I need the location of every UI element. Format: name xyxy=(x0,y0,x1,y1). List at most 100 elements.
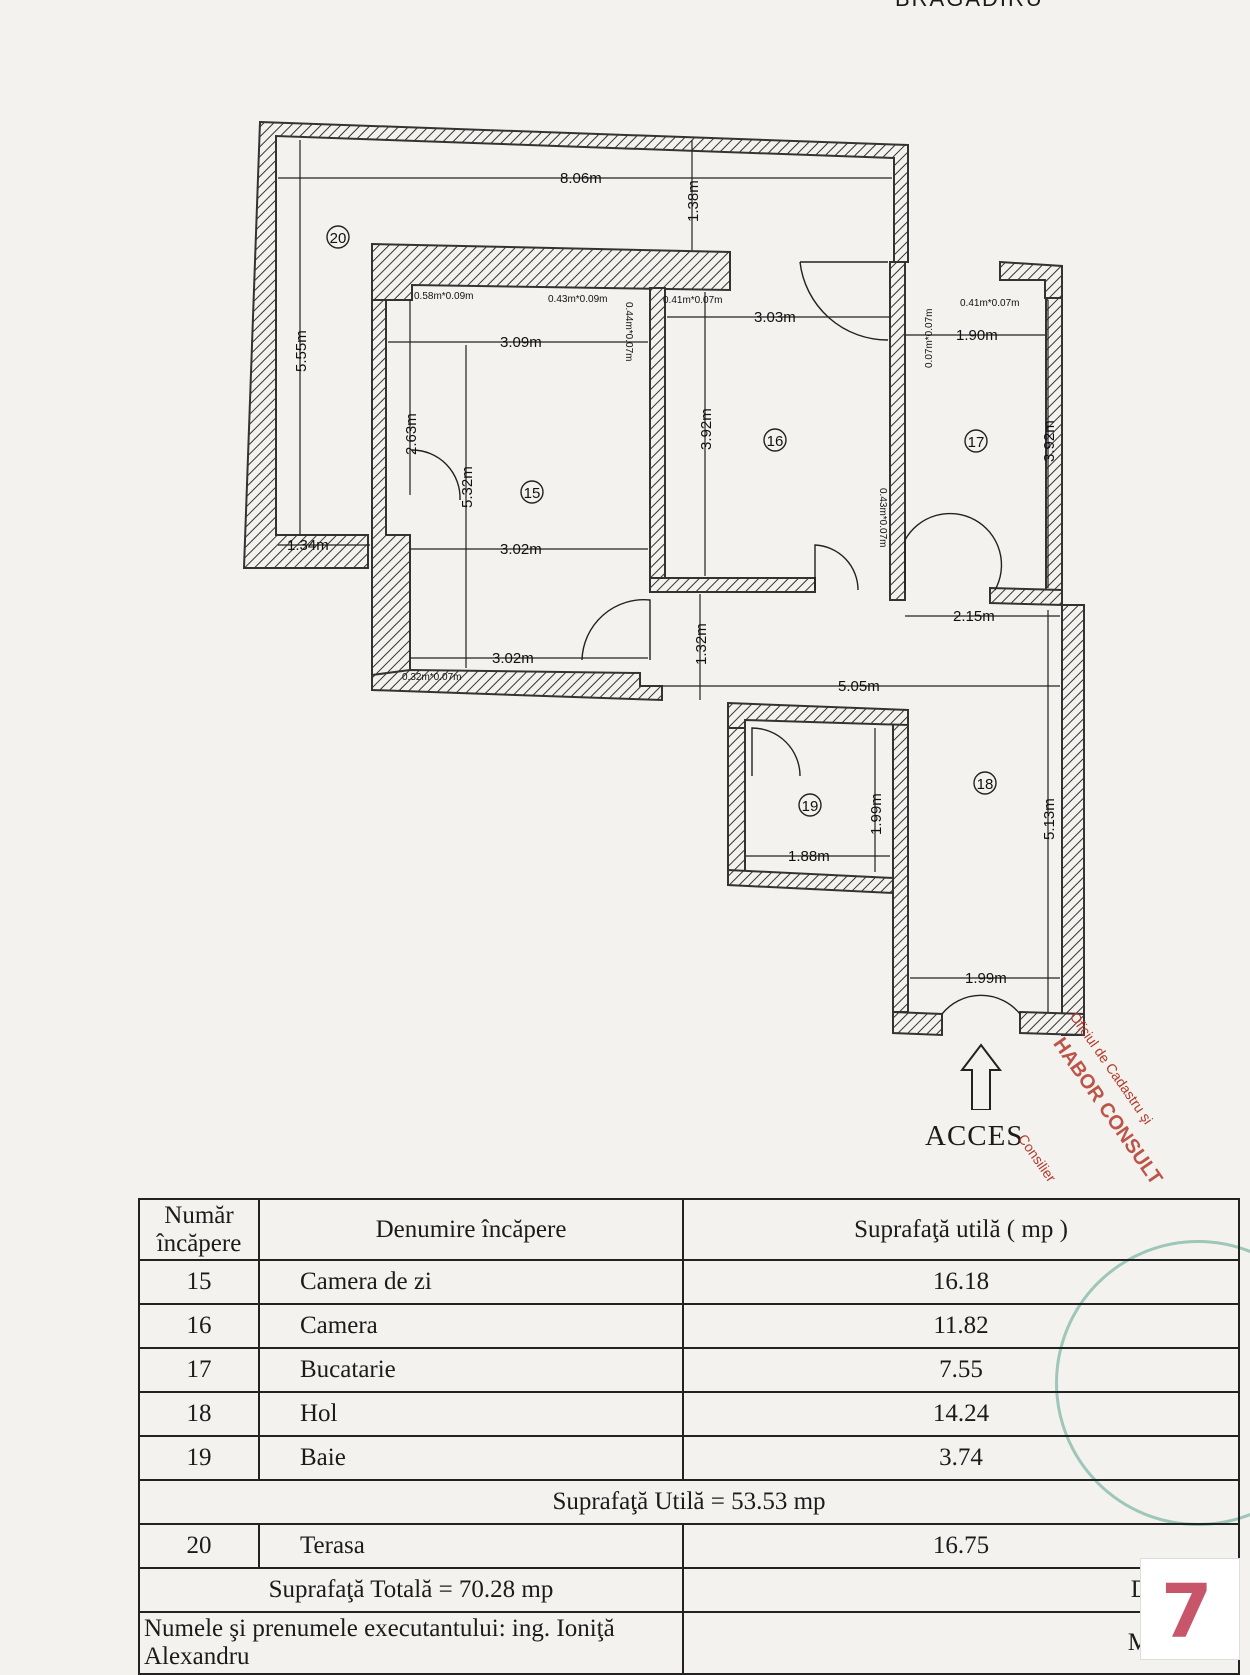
room-number-18: 18 xyxy=(973,771,997,795)
svg-text:20: 20 xyxy=(330,230,347,247)
door-room17 xyxy=(904,512,1003,591)
header-cut-text: BRAGADIRU xyxy=(895,0,1044,12)
row-num: 20 xyxy=(138,1523,260,1569)
dim-label-132: 1.32m xyxy=(693,623,710,665)
floor-plan: 8.06m 1.38m 5.55m 3.09m 3.03m 1.90m 2.63… xyxy=(242,120,1085,1110)
svg-text:16: 16 xyxy=(767,433,784,450)
dim-label-302a: 3.02m xyxy=(500,541,542,558)
niche-label-1: 0.58m*0.09m xyxy=(414,291,473,302)
row-area: 16.18 xyxy=(682,1259,1240,1305)
row-num: 17 xyxy=(138,1347,260,1393)
table-row: 18 Hol 14.24 xyxy=(138,1391,1240,1437)
dim-label-532: 5.32m xyxy=(459,466,476,508)
dim-label-190: 1.90m xyxy=(956,327,998,344)
svg-text:15: 15 xyxy=(524,485,541,502)
door-bath xyxy=(751,727,801,777)
dim-label-134: 1.34m xyxy=(287,537,329,554)
hall-wall-left xyxy=(892,711,909,1013)
bath-wall-left xyxy=(727,727,746,886)
row-area: 11.82 xyxy=(682,1303,1240,1349)
row-name: Hol xyxy=(258,1391,684,1437)
dim-label-392a: 3.92m xyxy=(698,408,715,450)
util-total: Suprafaţă Utilă = 53.53 mp xyxy=(138,1479,1240,1525)
door-room16-top xyxy=(799,261,889,341)
row-num: 16 xyxy=(138,1303,260,1349)
room-number-20: 20 xyxy=(326,225,350,249)
table-row: 15 Camera de zi 16.18 xyxy=(138,1259,1240,1305)
hall-wall-right xyxy=(1061,604,1085,1036)
entrance-arrow-icon xyxy=(959,1043,1003,1110)
niche-label-6: 0.07m*0.07m xyxy=(924,309,935,368)
executant-row: Numele şi prenumele executantului: ing. … xyxy=(138,1611,1240,1675)
svg-text:19: 19 xyxy=(802,798,819,815)
table-row: 17 Bucatarie 7.55 xyxy=(138,1347,1240,1393)
dim-label-263: 2.63m xyxy=(403,413,420,455)
room15-wall-left xyxy=(371,299,411,676)
util-total-row: Suprafaţă Utilă = 53.53 mp xyxy=(138,1479,1240,1525)
row-num: 19 xyxy=(138,1435,260,1481)
hall-wall-bottom-left xyxy=(892,1010,943,1037)
rooms-table: Număr încăpere Denumire încăpere Suprafa… xyxy=(138,1198,1240,1675)
svg-text:18: 18 xyxy=(977,776,994,793)
dim-label-199b: 1.99m xyxy=(965,970,1007,987)
bath-wall-top xyxy=(727,701,909,729)
room17-wall-top xyxy=(999,260,1063,299)
room-number-15: 15 xyxy=(520,480,544,504)
row-area: 3.74 xyxy=(682,1435,1240,1481)
room-number-17: 17 xyxy=(964,429,988,453)
niche-label-8: 0.32m*0.07m xyxy=(402,672,461,683)
row-name: Bucatarie xyxy=(258,1347,684,1393)
room17-wall-bottom xyxy=(989,586,1063,607)
header-room-name: Denumire încăpere xyxy=(258,1198,684,1261)
bath-wall-bottom xyxy=(727,868,894,895)
door-room15 xyxy=(581,599,651,661)
table-header-row: Număr încăpere Denumire încăpere Suprafa… xyxy=(138,1198,1240,1261)
dim-label-215: 2.15m xyxy=(953,608,995,625)
niche-label-5: 0.44m*0.07m xyxy=(623,302,634,361)
row-name: Terasa xyxy=(258,1523,684,1569)
dim-label-303: 3.03m xyxy=(754,309,796,326)
dim-label-555: 5.55m xyxy=(293,330,310,372)
room16-wall-bottom xyxy=(649,577,816,593)
grand-total: Suprafaţă Totală = 70.28 mp xyxy=(138,1567,684,1613)
niche-label-7: 0.43m*0.07m xyxy=(877,488,888,547)
grand-total-row: Suprafaţă Totală = 70.28 mp Data xyxy=(138,1567,1240,1613)
dim-label-302b: 3.02m xyxy=(492,650,534,667)
row-num: 18 xyxy=(138,1391,260,1437)
entrance-label: ACCES xyxy=(925,1120,1024,1152)
room-number-19: 19 xyxy=(798,793,822,817)
dim-label-138: 1.38m xyxy=(685,180,702,222)
room-number-16: 16 xyxy=(763,428,787,452)
door-entrance xyxy=(941,994,1021,1015)
niche-label-4: 0.41m*0.07m xyxy=(960,298,1019,309)
room16-wall-right xyxy=(889,261,906,601)
row-num: 15 xyxy=(138,1259,260,1305)
door-room16 xyxy=(814,544,859,591)
dim-label-513: 5.13m xyxy=(1041,798,1058,840)
row-name: Camera xyxy=(258,1303,684,1349)
niche-label-2: 0.43m*0.09m xyxy=(548,294,607,305)
stamp-text-role: Consilier xyxy=(1015,1131,1060,1185)
header-room-area: Suprafaţă utilă ( mp ) xyxy=(682,1198,1240,1261)
row-name: Camera de zi xyxy=(258,1259,684,1305)
table-row: 19 Baie 3.74 xyxy=(138,1435,1240,1481)
hall-wall-bottom-right xyxy=(1019,1010,1085,1037)
dim-label-188: 1.88m xyxy=(788,848,830,865)
dim-label-806: 8.06m xyxy=(560,170,602,187)
room15-wall-bottom xyxy=(371,668,663,702)
svg-text:17: 17 xyxy=(968,434,985,451)
dim-label-392b: 3.92m xyxy=(1041,420,1058,462)
dim-label-309: 3.09m xyxy=(500,334,542,351)
header-room-number: Număr încăpere xyxy=(138,1198,260,1261)
niche-label-3: 0.41m*0.07m xyxy=(663,295,722,306)
row-name: Baie xyxy=(258,1435,684,1481)
dim-label-199a: 1.99m xyxy=(868,793,885,835)
door-terrace xyxy=(411,449,461,501)
watermark-logo-icon: 7 xyxy=(1140,1558,1240,1660)
dim-label-505: 5.05m xyxy=(838,678,880,695)
row-area: 7.55 xyxy=(682,1347,1240,1393)
terrace-row: 20 Terasa 16.75 xyxy=(138,1523,1240,1569)
row-area: 14.24 xyxy=(682,1391,1240,1437)
executant-name: Numele şi prenumele executantului: ing. … xyxy=(138,1611,684,1675)
room16-wall-left xyxy=(649,287,666,579)
